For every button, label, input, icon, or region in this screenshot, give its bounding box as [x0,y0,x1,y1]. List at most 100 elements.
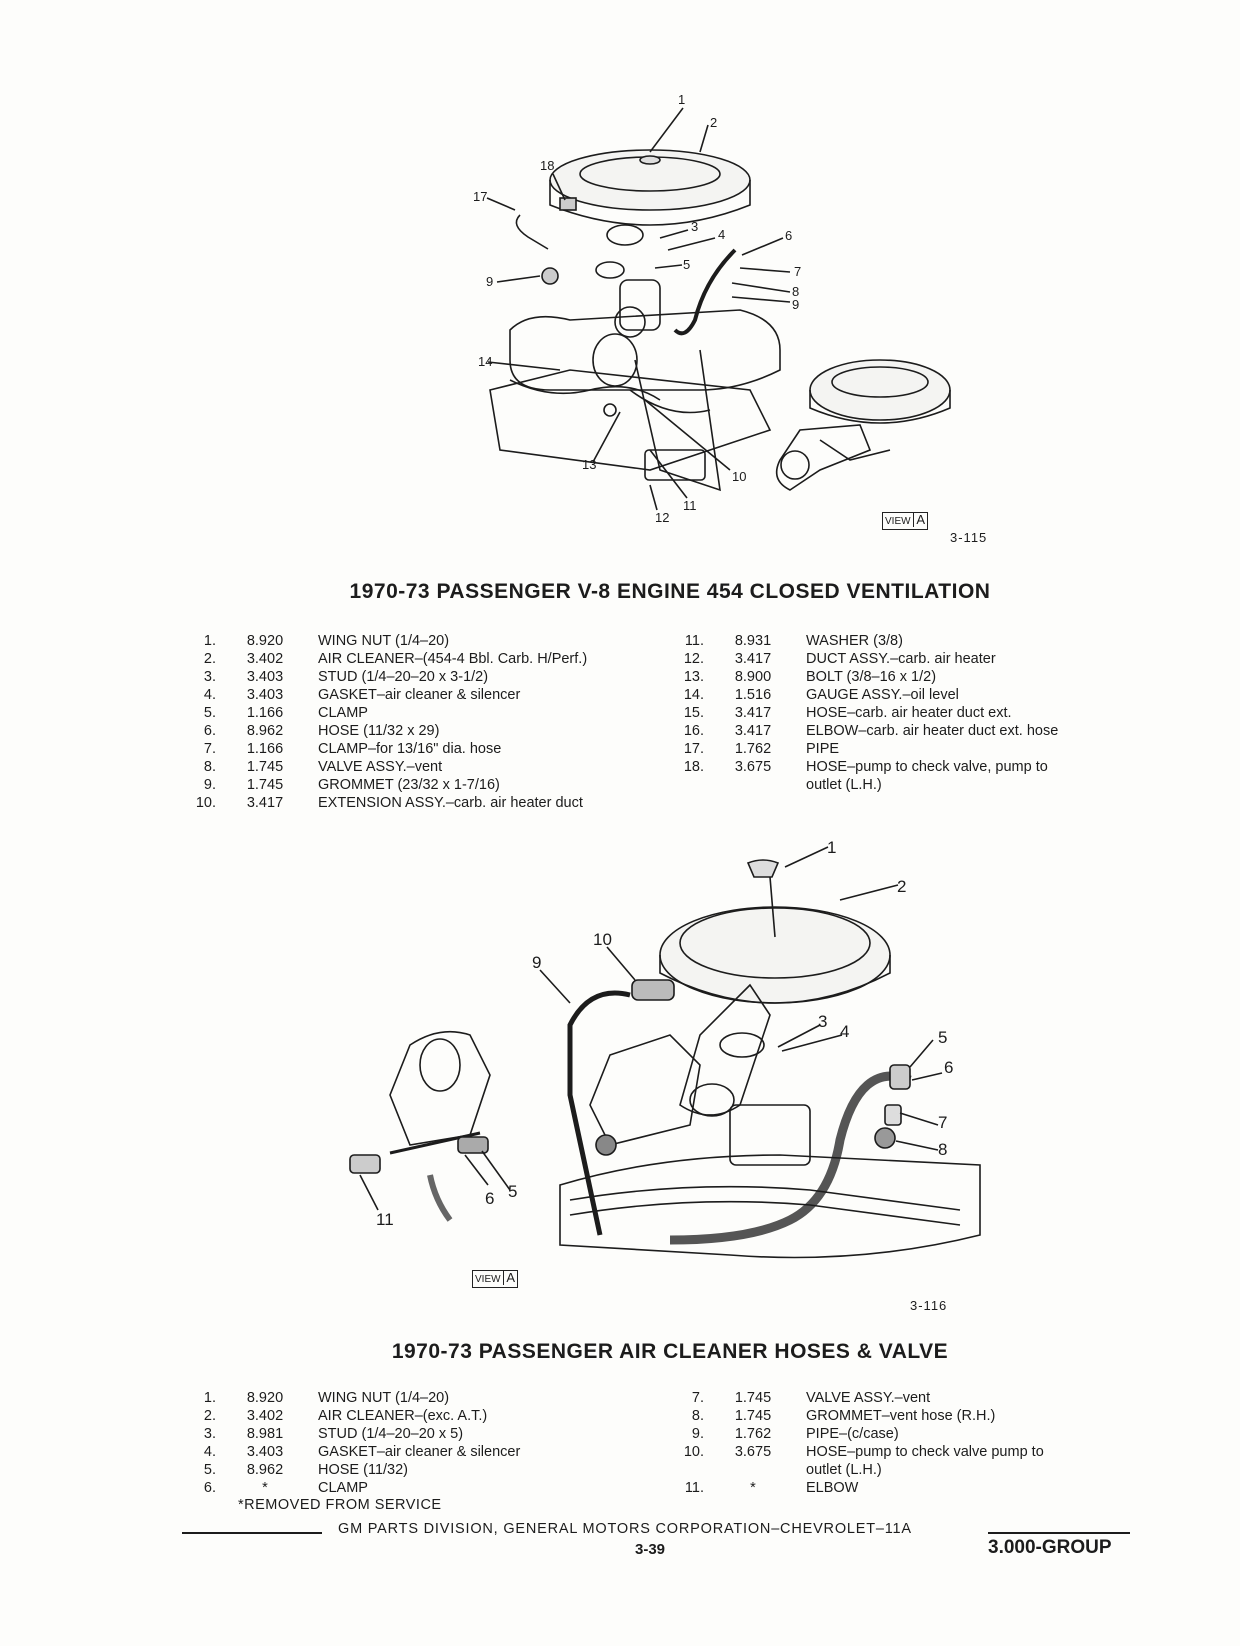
callout-9: 9 [486,274,493,289]
item-number: 2. [203,1408,216,1424]
item-number: 12. [683,651,704,667]
list-item: 2. 3.402 AIR CLEANER–(454-4 Bbl. Carb. H/P… [176,650,587,668]
callout-2: 2 [897,877,906,896]
item-description: GASKET–air cleaner & silencer [318,687,521,703]
group-code: 1.166 [246,705,284,721]
callout-1: 1 [827,838,836,857]
item-description: GAUGE ASSY.–oil level [806,687,959,703]
item-number: 4. [203,687,216,703]
item-description: ELBOW–carb. air heater duct ext. hose [806,723,1059,739]
callout-1: 1 [678,92,685,107]
list-item: 5. 8.962 HOSE (11/32) [176,1461,520,1479]
group-code: 3.675 [734,1444,772,1460]
group-code: 1.745 [246,777,284,793]
group-code: * [750,1480,756,1496]
item-number: 7. [691,1390,704,1406]
group-number: 3.000-GROUP [988,1537,1112,1558]
section-title-air-cleaner-hoses: 1970-73 PASSENGER AIR CLEANER HOSES & VA… [391,1340,949,1363]
group-code: 3.417 [246,795,284,811]
callout-6: 6 [785,228,792,243]
footer-rule-right [988,1532,1130,1534]
item-number: 1. [203,1390,216,1406]
callout-12: 12 [655,510,669,525]
group-code: 3.403 [246,1444,284,1460]
view-tag-text: VIEW [475,1274,501,1285]
air-cleaner-hoses-illustration: 1 2 3 4 5 6 7 8 9 10 5 6 11 [349,838,981,1259]
callout-8: 8 [792,284,799,299]
item-description: GROMMET (23/32 x 1-7/16) [318,777,500,793]
item-description: HOSE (11/32) [318,1462,408,1478]
callout-9b: 9 [792,297,799,312]
callout-4: 4 [718,227,725,242]
item-number: 6. [203,1480,216,1496]
item-number: 2. [203,651,216,667]
item-number: 5. [203,1462,216,1478]
callout-8: 8 [938,1140,947,1159]
callout-5: 5 [938,1028,947,1047]
group-code: 8.920 [246,1390,284,1406]
callout-13: 13 [582,457,596,472]
item-description: EXTENSION ASSY.–carb. air heater duct [318,795,583,811]
item-description: WING NUT (1/4–20) [318,1390,450,1406]
item-description: STUD (1/4–20–20 x 5) [318,1426,464,1442]
item-description: HOSE–carb. air heater duct ext. [806,705,1012,721]
callout-4: 4 [840,1022,849,1041]
group-code: 8.900 [734,669,772,685]
item-description: VALVE ASSY.–vent [806,1390,931,1406]
item-number: 11. [684,1480,704,1496]
view-tag-letter: A [913,512,926,527]
item-description: PIPE [806,741,840,757]
group-code: 8.981 [246,1426,284,1442]
group-code: 8.962 [246,1462,284,1478]
figure-3-116-air-cleaner-hoses: 1 2 3 4 5 6 7 8 9 10 5 6 11 [330,838,1010,1305]
item-number: 11. [684,633,704,649]
view-a-tag: VIEW A [472,1270,519,1288]
group-code: 3.402 [246,651,284,667]
callout-3: 3 [691,219,698,234]
callout-14: 14 [478,354,492,369]
list-item-continuation: outlet (L.H.) [664,776,1058,794]
item-number: 3. [203,669,216,685]
group-code: 3.403 [246,687,284,703]
item-description: outlet (L.H.) [806,777,882,793]
list-item: 4. 3.403 GASKET–air cleaner & silencer [176,686,587,704]
callout-17: 17 [473,189,487,204]
item-description: STUD (1/4–20–20 x 3-1/2) [318,669,489,685]
item-description: AIR CLEANER–(454-4 Bbl. Carb. H/Perf.) [318,651,588,667]
item-description: outlet (L.H.) [806,1462,882,1478]
group-code: 3.417 [734,651,772,667]
callout-18: 18 [540,158,554,173]
item-number: 1. [203,633,216,649]
view-tag-text: VIEW [885,516,911,527]
item-number: 4. [203,1444,216,1460]
section-title-engine-454: 1970-73 PASSENGER V-8 ENGINE 454 CLOSED … [349,580,991,603]
item-number: 15. [683,705,704,721]
group-code: 3.402 [246,1408,284,1424]
item-description: BOLT (3/8–16 x 1/2) [806,669,937,685]
callout-7: 7 [938,1113,947,1132]
item-description: CLAMP [318,1480,368,1496]
item-description: HOSE (11/32 x 29) [318,723,440,739]
group-code: 1.762 [734,741,772,757]
item-description: CLAMP–for 13/16" dia. hose [318,741,502,757]
list-item: 11.*ELBOW [664,1479,1044,1497]
group-code: 8.920 [246,633,284,649]
item-description: GROMMET–vent hose (R.H.) [806,1408,996,1424]
group-code: 1.166 [246,741,284,757]
item-number: 9. [203,777,216,793]
group-code: 8.931 [734,633,772,649]
item-description: VALVE ASSY.–vent [318,759,443,775]
removed-from-service-note: *REMOVED FROM SERVICE [238,1497,442,1513]
